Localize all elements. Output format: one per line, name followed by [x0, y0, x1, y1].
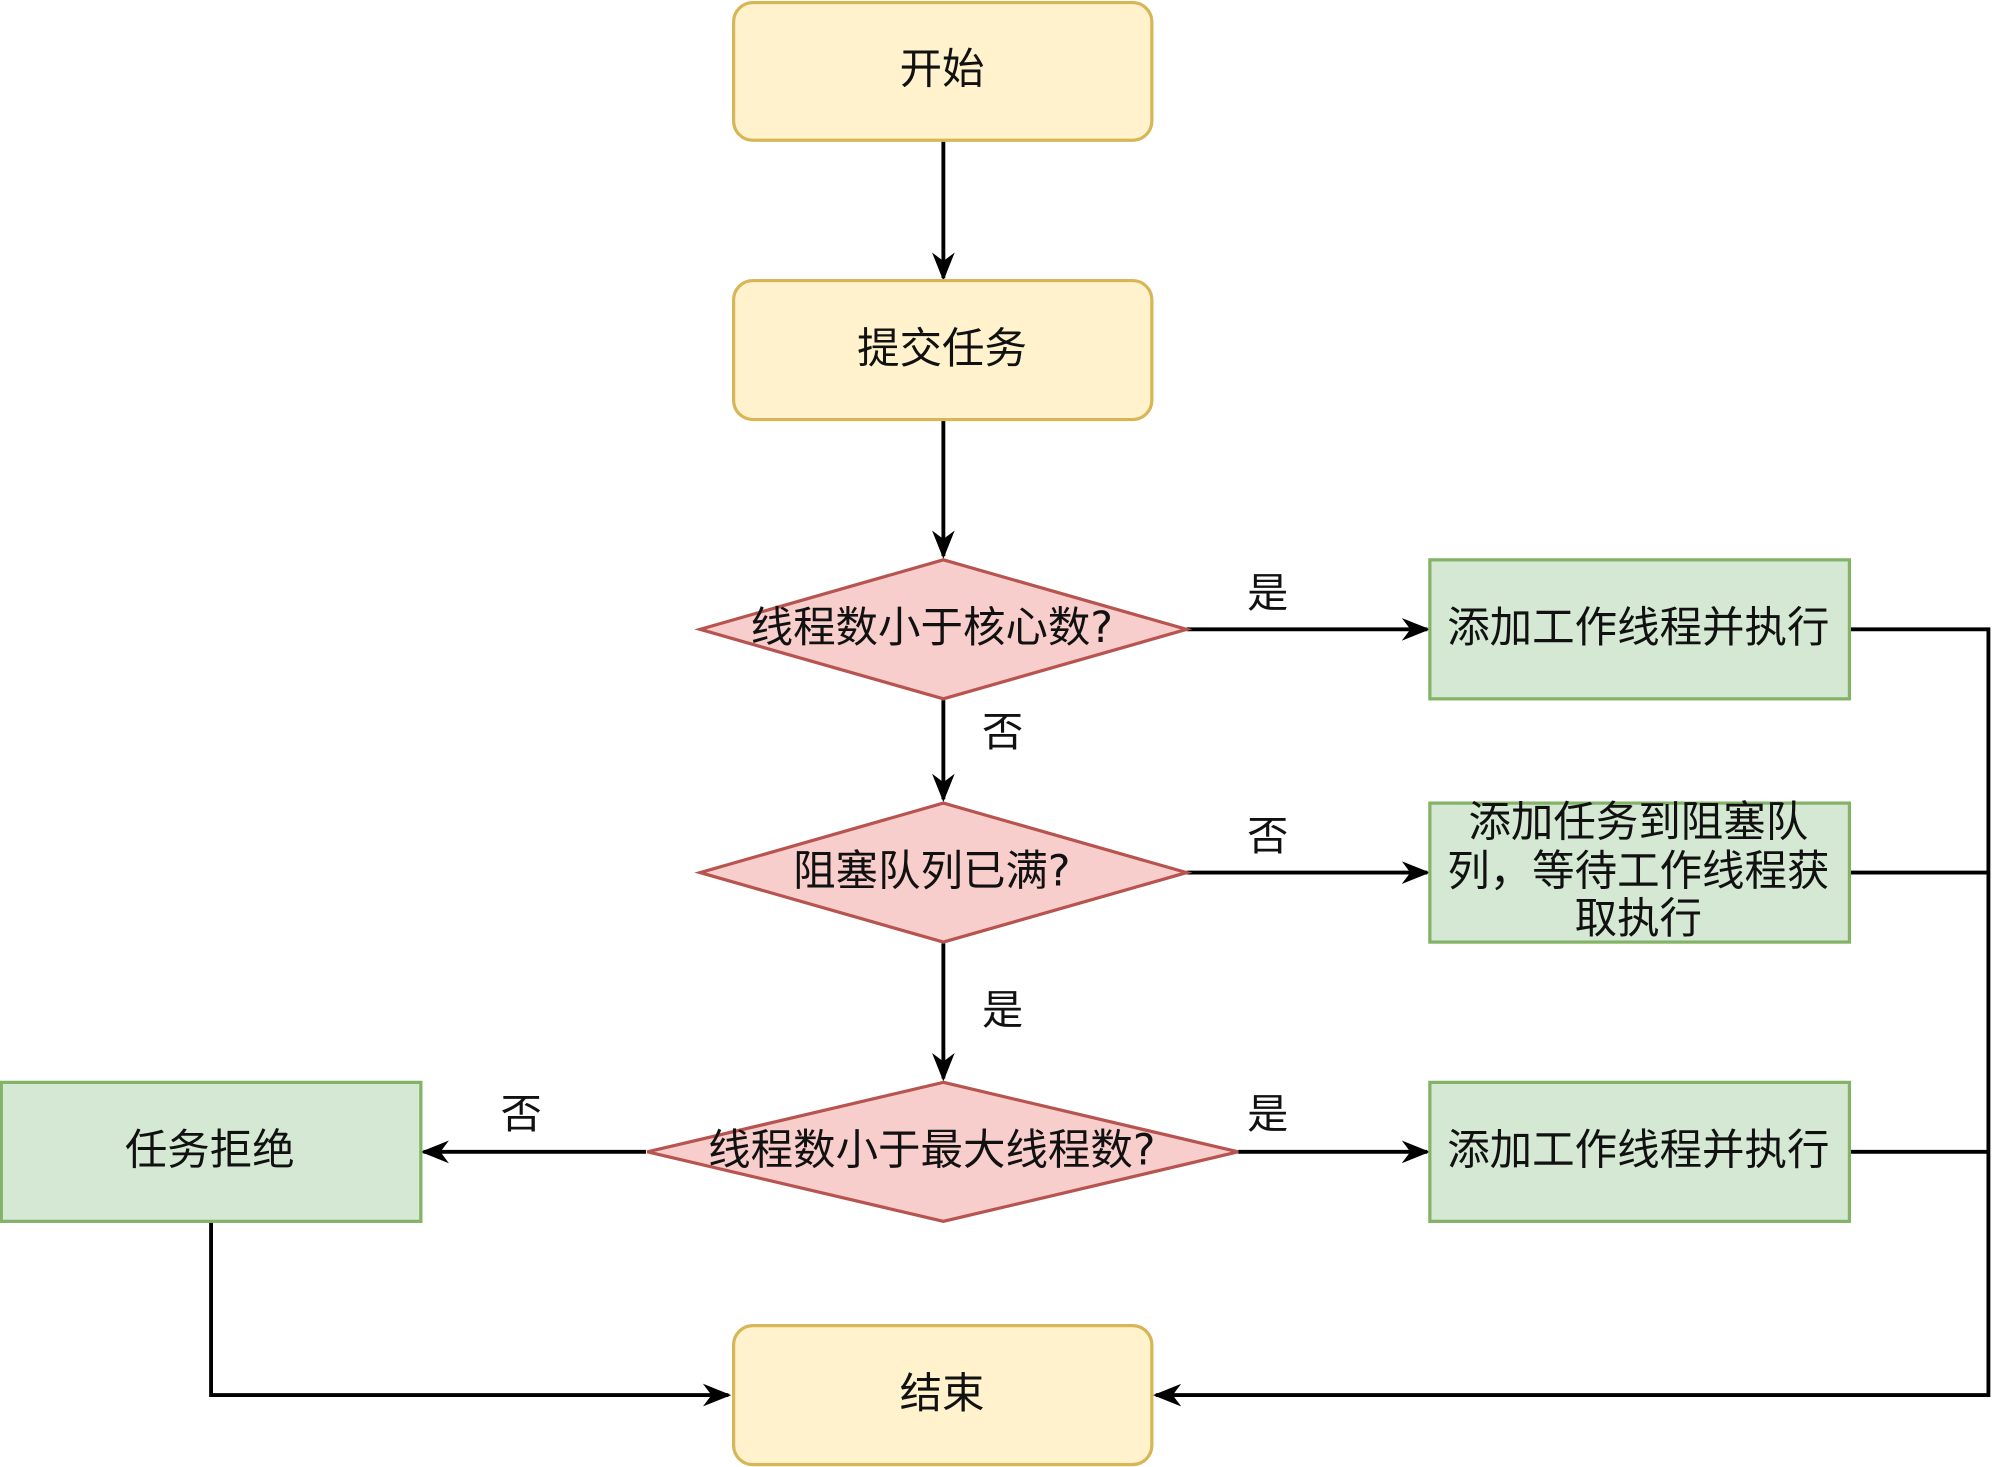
check-queue-full-label: 阻塞队列已满? [793, 847, 1070, 896]
check-core-shape [694, 558, 1193, 701]
add-worker-max-label: 添加工作线程并执行 [1447, 1127, 1829, 1176]
enqueue-task-shape [1428, 801, 1852, 944]
node-reject-task: 任务拒绝 [0, 1080, 423, 1223]
add-worker-core-label: 添加工作线程并执行 [1447, 604, 1829, 653]
enqueue-task-label-line-1: 添加任务到阻塞队 [1468, 798, 1808, 847]
edge-collector-right [1152, 627, 1991, 1407]
add-worker-max-shape [1428, 1080, 1852, 1223]
reject-task-shape [0, 1080, 423, 1223]
enqueue-task-label-line-2: 列，等待工作线程获 [1447, 847, 1829, 896]
add-worker-core-shape [1428, 558, 1852, 701]
node-submit-task: 提交任务 [731, 278, 1154, 422]
node-check-queue-full: 阻塞队列已满? [694, 801, 1193, 944]
reject-task-label: 任务拒绝 [125, 1127, 295, 1176]
end-label: 结束 [900, 1370, 985, 1419]
edge-labels: 是 否 否 是 是 否 [501, 569, 1289, 1138]
edge-label-core-yes: 是 [1247, 569, 1288, 617]
edge-label-core-no: 否 [982, 708, 1023, 756]
node-end: 结束 [731, 1324, 1154, 1467]
submit-task-label: 提交任务 [857, 325, 1027, 374]
edge-label-max-no: 否 [501, 1090, 542, 1138]
node-check-max: 线程数小于最大线程数? [646, 1080, 1239, 1224]
edge-label-queue-no: 否 [1247, 812, 1288, 860]
check-core-label: 线程数小于核心数? [751, 604, 1113, 653]
check-max-shape [646, 1080, 1239, 1224]
enqueue-task-label-line-3: 取执行 [1575, 895, 1702, 944]
node-add-worker-max: 添加工作线程并执行 [1428, 1080, 1852, 1223]
check-max-label: 线程数小于最大线程数? [708, 1127, 1155, 1176]
edge-label-queue-yes: 是 [982, 986, 1023, 1034]
node-enqueue-task: 添加任务到阻塞队 列，等待工作线程获 取执行 [1428, 798, 1852, 944]
edges [209, 141, 1991, 1407]
submit-task-shape [731, 278, 1154, 422]
edge-reject-to-end [209, 1222, 732, 1407]
check-queue-full-shape [694, 801, 1193, 944]
node-start: 开始 [731, 0, 1154, 142]
start-label: 开始 [900, 46, 985, 95]
start-shape [731, 0, 1154, 142]
node-check-core: 线程数小于核心数? [694, 558, 1193, 701]
edge-label-max-yes: 是 [1247, 1090, 1288, 1138]
node-add-worker-core: 添加工作线程并执行 [1428, 558, 1852, 701]
